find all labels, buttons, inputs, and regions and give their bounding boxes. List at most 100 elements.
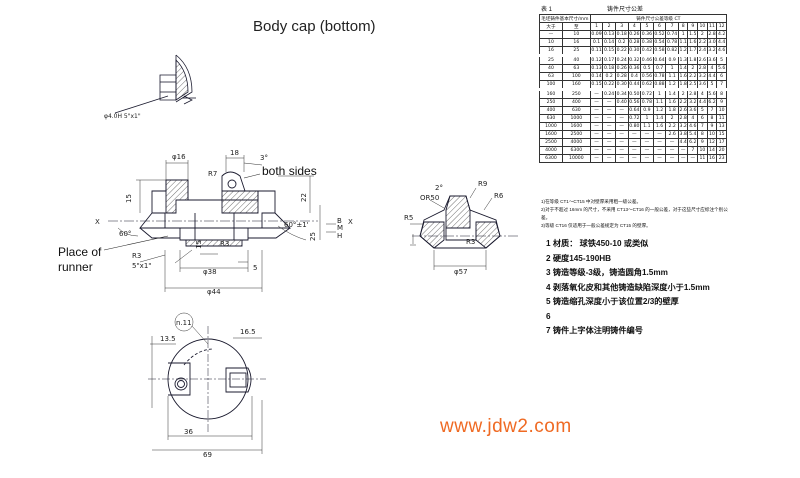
table-cell: 0.72 xyxy=(627,114,642,123)
table-subheader: 1 xyxy=(589,22,604,31)
table-cell: 2500 xyxy=(539,138,563,147)
table-cell: 10 xyxy=(706,130,718,139)
table-cell: 0.28 xyxy=(627,38,642,47)
table-cell: — xyxy=(589,106,604,115)
table-cell: 1.7 xyxy=(687,46,699,56)
dim-phi57: φ57 xyxy=(454,268,468,276)
table-cell: 0.56 xyxy=(640,72,654,81)
table-cell: 2.5 xyxy=(687,80,699,90)
table-cell: 100 xyxy=(539,80,563,90)
table-cell: 8 xyxy=(706,114,718,123)
table-subheader: 12 xyxy=(716,22,727,31)
table-cell: 1.8 xyxy=(677,80,689,90)
dim-15b: 15 xyxy=(195,240,203,249)
table-cell: 0.56 xyxy=(627,98,642,107)
table-cell: 1.1 xyxy=(640,122,654,131)
table-cell: 0.36 xyxy=(640,30,654,39)
table-cell: — xyxy=(627,154,642,163)
table-cell: 6.2 xyxy=(706,98,718,107)
table-cell: 6300 xyxy=(539,154,563,163)
table-cell: 1.2 xyxy=(652,106,667,115)
table-cell: 2 xyxy=(687,64,699,73)
table-cell: — xyxy=(640,146,654,155)
table-cell: 2.8 xyxy=(687,89,699,99)
table-cell: 0.2 xyxy=(602,72,616,81)
table-cell: 2500 xyxy=(561,130,591,139)
table-subheader: 11 xyxy=(706,22,718,31)
table-cell: 8 xyxy=(697,130,708,139)
table-cell: 0.40 xyxy=(614,98,629,107)
table-cell: 8 xyxy=(716,89,727,99)
table-cell: — xyxy=(687,154,699,163)
table-cell: 4.2 xyxy=(716,30,727,39)
table-subheader: 6 xyxy=(652,22,667,31)
dim-r5: R5 xyxy=(404,214,413,222)
table-cell: 0.7 xyxy=(652,64,667,73)
table-header-size: 毛坯铸件基本尺寸/mm xyxy=(539,14,591,23)
table-cell: 11 xyxy=(697,154,708,163)
callout-both-sides: both sides xyxy=(262,164,317,178)
table-cell: 1.8 xyxy=(687,55,699,65)
table-cell: 0.26 xyxy=(614,64,629,73)
table-cell: 25 xyxy=(561,46,591,56)
table-cell: 250 xyxy=(539,98,563,107)
table-cell: 10 xyxy=(561,30,591,39)
table-cell: 4.6 xyxy=(716,46,727,56)
table-cell: 0.09 xyxy=(589,30,604,39)
table-cell: 1 xyxy=(665,64,679,73)
table-cell: — xyxy=(640,154,654,163)
table-cell: — xyxy=(652,154,667,163)
dim-phi38: φ38 xyxy=(203,268,217,276)
table-cell: 3.2 xyxy=(677,122,689,131)
table-note: 1)在等级 CT1～CT15 中对壁厚采用粗一级公差。 xyxy=(541,199,642,204)
requirement-item: 1 材质： 球铁450-10 或类似 xyxy=(546,239,649,248)
table-subheader: 4 xyxy=(627,22,642,31)
table-cell: 9 xyxy=(706,122,718,131)
table-cell: — xyxy=(589,122,604,131)
label-x-left: X xyxy=(95,218,100,226)
table-cell: — xyxy=(652,130,667,139)
table-cell: 0.54 xyxy=(652,38,667,47)
table-cell: — xyxy=(602,154,616,163)
table-cell: 0.52 xyxy=(652,30,667,39)
table-cell: 2.8 xyxy=(677,114,689,123)
dim-r3-right: R3 xyxy=(466,238,475,246)
table-cell: 400 xyxy=(561,98,591,107)
table-cell: 40 xyxy=(561,55,591,65)
dim-25: 25 xyxy=(309,232,317,241)
table-cell: — xyxy=(589,89,604,99)
table-cell: 4.6 xyxy=(687,122,699,131)
table-cell: 0.50 xyxy=(627,89,642,99)
table-subheader: 8 xyxy=(677,22,689,31)
table-cell: — xyxy=(589,138,604,147)
table-cell: 0.78 xyxy=(652,72,667,81)
table-cell: — xyxy=(602,98,616,107)
table-cell: — xyxy=(665,138,679,147)
table-cell: 4 xyxy=(706,64,718,73)
dim-5: 5 xyxy=(253,264,257,272)
table-cell: 0.78 xyxy=(665,38,679,47)
table-cell: 63 xyxy=(539,72,563,81)
table-cell: 1.5 xyxy=(687,30,699,39)
table-cell: 6.2 xyxy=(687,138,699,147)
table-cell: — xyxy=(614,154,629,163)
table-cell: 3.8 xyxy=(677,130,689,139)
label-b: B xyxy=(337,217,342,225)
table-cell: 4000 xyxy=(539,146,563,155)
table-cell: — xyxy=(627,146,642,155)
table-cell: 0.34 xyxy=(614,89,629,99)
table-subheader: 7 xyxy=(665,22,679,31)
table-cell: — xyxy=(665,154,679,163)
table-cell: — xyxy=(640,138,654,147)
table-cell: 10 xyxy=(539,38,563,47)
